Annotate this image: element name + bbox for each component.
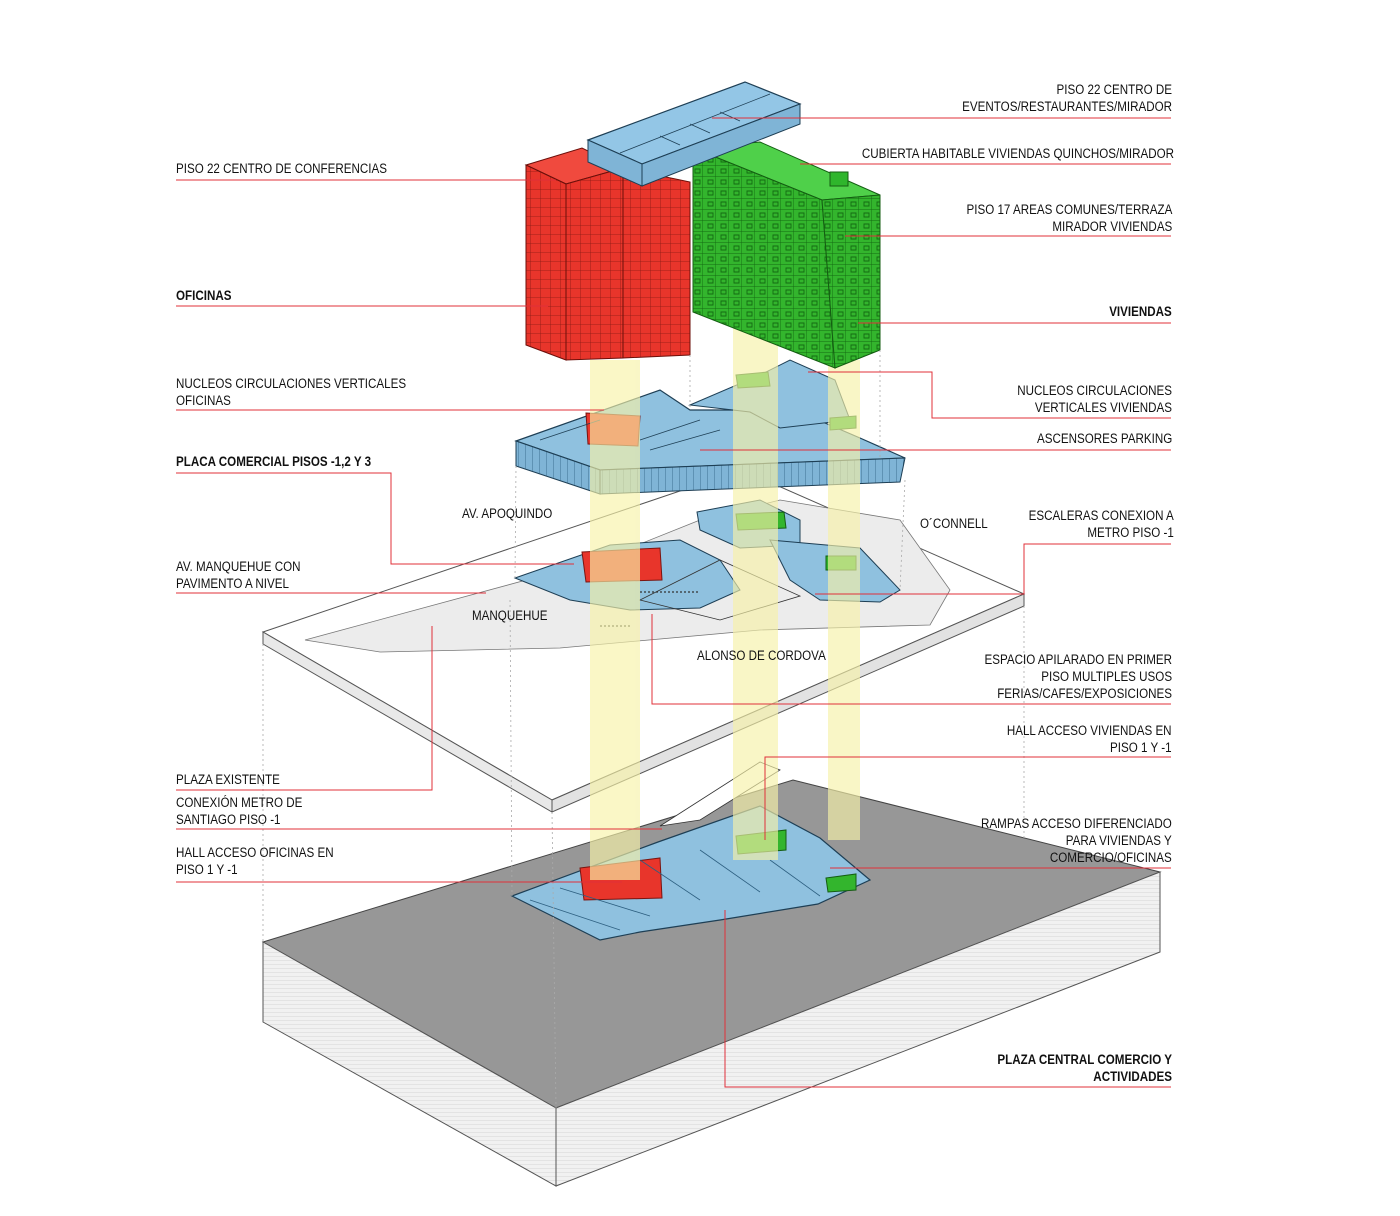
label-conferencias-text: PISO 22 CENTRO DE CONFERENCIAS bbox=[176, 161, 387, 176]
street-oconnell: O´CONNELL bbox=[920, 516, 988, 531]
label-eventos-line1: PISO 22 CENTRO DE bbox=[1056, 82, 1172, 97]
label-plaza-existente-text: PLAZA EXISTENTE bbox=[176, 772, 280, 787]
label-rampas: RAMPAS ACCESO DIFERENCIADO PARA VIVIENDA… bbox=[981, 815, 1172, 866]
leader-espacio bbox=[651, 614, 1171, 705]
label-nucleos-oficinas-line2: OFICINAS bbox=[176, 393, 231, 408]
label-espacio-apilarado: ESPACIO APILARADO EN PRIMER PISO MULTIPL… bbox=[984, 651, 1172, 702]
office-tower bbox=[524, 147, 691, 361]
label-oficinas-text: OFICINAS bbox=[176, 288, 232, 303]
label-ascensores: ASCENSORES PARKING bbox=[1037, 430, 1172, 447]
leader-hall-viv bbox=[764, 756, 1171, 840]
label-metro-line2: SANTIAGO PISO -1 bbox=[176, 812, 281, 827]
base-block bbox=[261, 779, 1162, 1187]
leader-escaleras bbox=[815, 543, 1171, 595]
plaza-slab bbox=[261, 469, 1026, 813]
label-plaza-existente: PLAZA EXISTENTE bbox=[176, 771, 280, 788]
sky-bridge bbox=[586, 81, 802, 187]
label-rampas-line2: PARA VIVIENDAS Y bbox=[1065, 833, 1172, 848]
label-metro-line1: CONEXIÓN METRO DE bbox=[176, 795, 303, 810]
label-cubierta-text: CUBIERTA HABITABLE VIVIENDAS QUINCHOS/MI… bbox=[861, 146, 1174, 161]
label-hall-oficinas-line2: PISO 1 Y -1 bbox=[176, 862, 238, 877]
leader-plaza-existente bbox=[176, 626, 433, 791]
label-hall-oficinas: HALL ACCESO OFICINAS EN PISO 1 Y -1 bbox=[176, 844, 334, 878]
label-nucleos-viviendas: NUCLEOS CIRCULACIONES VERTICALES VIVIEND… bbox=[1017, 382, 1172, 416]
label-manquehue-line1: AV. MANQUEHUE CON bbox=[176, 559, 301, 574]
leader-lines bbox=[176, 117, 1171, 1088]
street-apoquindo: AV. APOQUINDO bbox=[462, 506, 553, 521]
label-espacio-line3: FERIAS/CAFES/EXPOSICIONES bbox=[997, 686, 1172, 701]
label-manquehue-line2: PAVIMENTO A NIVEL bbox=[176, 576, 289, 591]
label-escaleras-line1: ESCALERAS CONEXION A bbox=[1028, 508, 1174, 523]
housing-tower bbox=[692, 141, 881, 369]
label-hall-oficinas-line1: HALL ACCESO OFICINAS EN bbox=[176, 845, 334, 860]
label-eventos: PISO 22 CENTRO DE EVENTOS/RESTAURANTES/M… bbox=[962, 81, 1172, 115]
street-manquehue: MANQUEHUE bbox=[472, 608, 548, 623]
label-espacio-line1: ESPACIO APILARADO EN PRIMER bbox=[984, 652, 1172, 667]
label-conexion-metro: CONEXIÓN METRO DE SANTIAGO PISO -1 bbox=[176, 794, 302, 828]
label-escaleras-line2: METRO PISO -1 bbox=[1087, 525, 1174, 540]
circulation-columns bbox=[590, 310, 860, 880]
label-rampas-line3: COMERCIO/OFICINAS bbox=[1050, 850, 1172, 865]
label-hall-viv-line1: HALL ACCESO VIVIENDAS EN bbox=[1007, 723, 1172, 738]
label-viviendas-text: VIVIENDAS bbox=[1109, 304, 1172, 319]
label-av-manquehue: AV. MANQUEHUE CON PAVIMENTO A NIVEL bbox=[176, 558, 301, 592]
label-hall-viviendas: HALL ACCESO VIVIENDAS EN PISO 1 Y -1 bbox=[1007, 722, 1172, 756]
projection-lines bbox=[262, 350, 1025, 1109]
label-cubierta: CUBIERTA HABITABLE VIVIENDAS QUINCHOS/MI… bbox=[862, 145, 1174, 162]
label-nucleos-viv-line1: NUCLEOS CIRCULACIONES bbox=[1017, 383, 1172, 398]
label-nucleos-viv-line2: VERTICALES VIVIENDAS bbox=[1034, 400, 1172, 415]
label-plaza-central: PLAZA CENTRAL COMERCIO Y ACTIVIDADES bbox=[997, 1051, 1172, 1085]
label-viviendas: VIVIENDAS bbox=[1109, 303, 1172, 320]
label-rampas-line1: RAMPAS ACCESO DIFERENCIADO bbox=[981, 816, 1172, 831]
label-ascensores-text: ASCENSORES PARKING bbox=[1036, 431, 1172, 446]
label-plaza-central-line2: ACTIVIDADES bbox=[1093, 1069, 1172, 1084]
label-oficinas: OFICINAS bbox=[176, 287, 231, 304]
label-eventos-line2: EVENTOS/RESTAURANTES/MIRADOR bbox=[962, 99, 1172, 114]
label-plaza-central-line1: PLAZA CENTRAL COMERCIO Y bbox=[997, 1052, 1172, 1067]
label-espacio-line2: PISO MULTIPLES USOS bbox=[1041, 669, 1172, 684]
street-alonso-de-cordova: ALONSO DE CORDOVA bbox=[697, 648, 826, 663]
label-hall-viv-line2: PISO 1 Y -1 bbox=[1110, 740, 1172, 755]
label-conferencias: PISO 22 CENTRO DE CONFERENCIAS bbox=[176, 160, 387, 177]
label-piso17-line2: MIRADOR VIVIENDAS bbox=[1052, 219, 1172, 234]
label-escaleras: ESCALERAS CONEXION A METRO PISO -1 bbox=[1029, 507, 1174, 541]
label-piso17: PISO 17 AREAS COMUNES/TERRAZA MIRADOR VI… bbox=[966, 201, 1172, 235]
label-nucleos-oficinas: NUCLEOS CIRCULACIONES VERTICALES OFICINA… bbox=[176, 375, 406, 409]
label-placa-comercial: PLACA COMERCIAL PISOS -1,2 Y 3 bbox=[176, 453, 371, 470]
leader-nucleos-viv bbox=[808, 371, 1171, 419]
leader-plaza-central bbox=[724, 910, 1171, 1088]
label-piso17-line1: PISO 17 AREAS COMUNES/TERRAZA bbox=[966, 202, 1172, 217]
leader-placa bbox=[176, 472, 574, 565]
label-nucleos-oficinas-line1: NUCLEOS CIRCULACIONES VERTICALES bbox=[176, 376, 407, 391]
label-placa-text: PLACA COMERCIAL PISOS -1,2 Y 3 bbox=[176, 454, 372, 469]
